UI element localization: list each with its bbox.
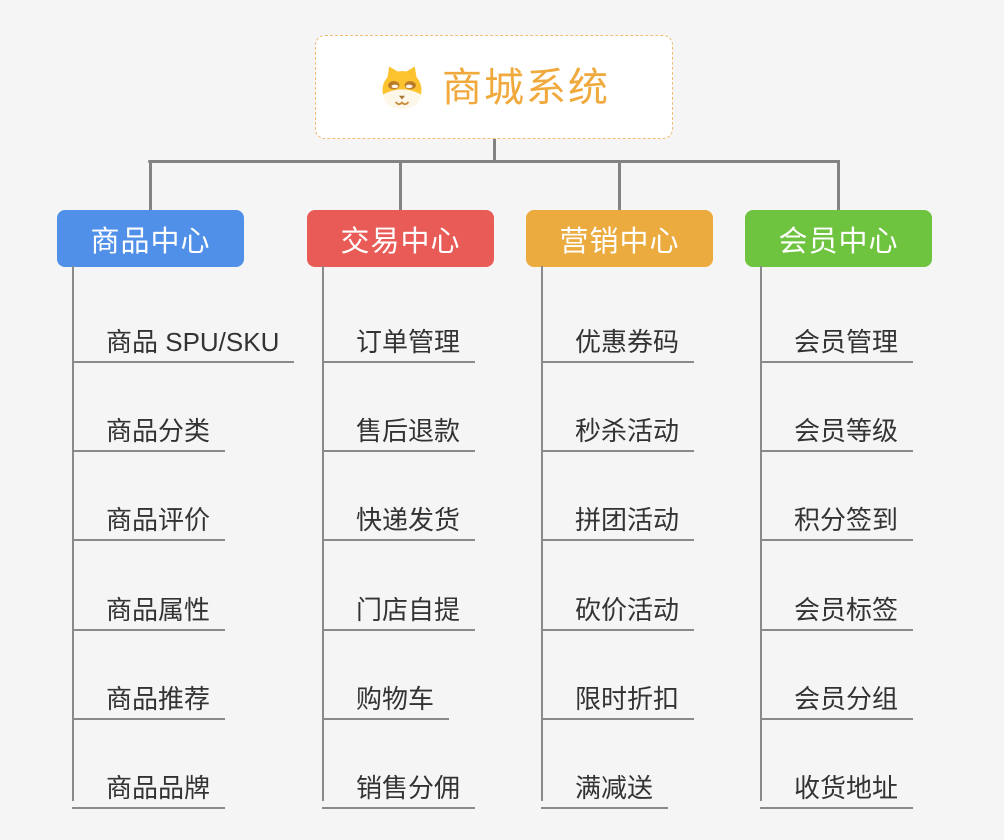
leaf-item[interactable]: 商品 SPU/SKU — [72, 311, 295, 363]
leaf-item[interactable]: 订单管理 — [322, 311, 476, 363]
leaf-item[interactable]: 秒杀活动 — [541, 400, 695, 453]
leaf-item[interactable]: 砍价活动 — [541, 579, 695, 631]
leaf-item[interactable]: 满减送 — [541, 757, 669, 809]
leaf-item[interactable]: 商品分类 — [72, 400, 226, 453]
leaf-item[interactable]: 限时折扣 — [541, 668, 695, 720]
root-node[interactable]: 商城系统 — [315, 35, 673, 139]
leaf-item[interactable]: 销售分佣 — [322, 757, 476, 809]
leaf-item[interactable]: 商品推荐 — [72, 668, 226, 720]
leaf-item[interactable]: 门店自提 — [322, 579, 476, 631]
connector-branch-stub — [837, 160, 840, 210]
connector-branch-stub — [618, 160, 621, 210]
leaf-item[interactable]: 会员等级 — [760, 400, 914, 453]
leaf-item[interactable]: 会员标签 — [760, 579, 914, 631]
leaf-item[interactable]: 快递发货 — [322, 489, 476, 542]
leaf-item[interactable]: 商品品牌 — [72, 757, 226, 809]
connector-branch-vline — [541, 266, 543, 801]
leaf-item[interactable]: 优惠券码 — [541, 311, 695, 363]
leaf-item[interactable]: 积分签到 — [760, 489, 914, 542]
connector-branch-stub — [399, 160, 402, 210]
branch-header-1[interactable]: 交易中心 — [307, 210, 494, 267]
connector-branch-stub — [149, 160, 152, 210]
leaf-item[interactable]: 商品属性 — [72, 579, 226, 631]
leaf-item[interactable]: 商品评价 — [72, 489, 226, 542]
leaf-item[interactable]: 购物车 — [322, 668, 450, 720]
dog-face-icon — [378, 65, 426, 110]
connector-branch-vline — [760, 266, 762, 801]
connector-branch-vline — [322, 266, 324, 801]
connector-root-stem — [493, 139, 496, 162]
leaf-item[interactable]: 收货地址 — [760, 757, 914, 809]
branch-header-0[interactable]: 商品中心 — [57, 210, 244, 267]
leaf-item[interactable]: 会员分组 — [760, 668, 914, 720]
leaf-item[interactable]: 售后退款 — [322, 400, 476, 453]
branch-header-3[interactable]: 会员中心 — [745, 210, 932, 267]
branch-header-2[interactable]: 营销中心 — [526, 210, 713, 267]
leaf-item[interactable]: 拼团活动 — [541, 489, 695, 542]
root-title: 商城系统 — [442, 66, 610, 110]
connector-branch-vline — [72, 266, 74, 801]
connector-horizontal-bar — [148, 160, 839, 163]
leaf-item[interactable]: 会员管理 — [760, 311, 914, 363]
